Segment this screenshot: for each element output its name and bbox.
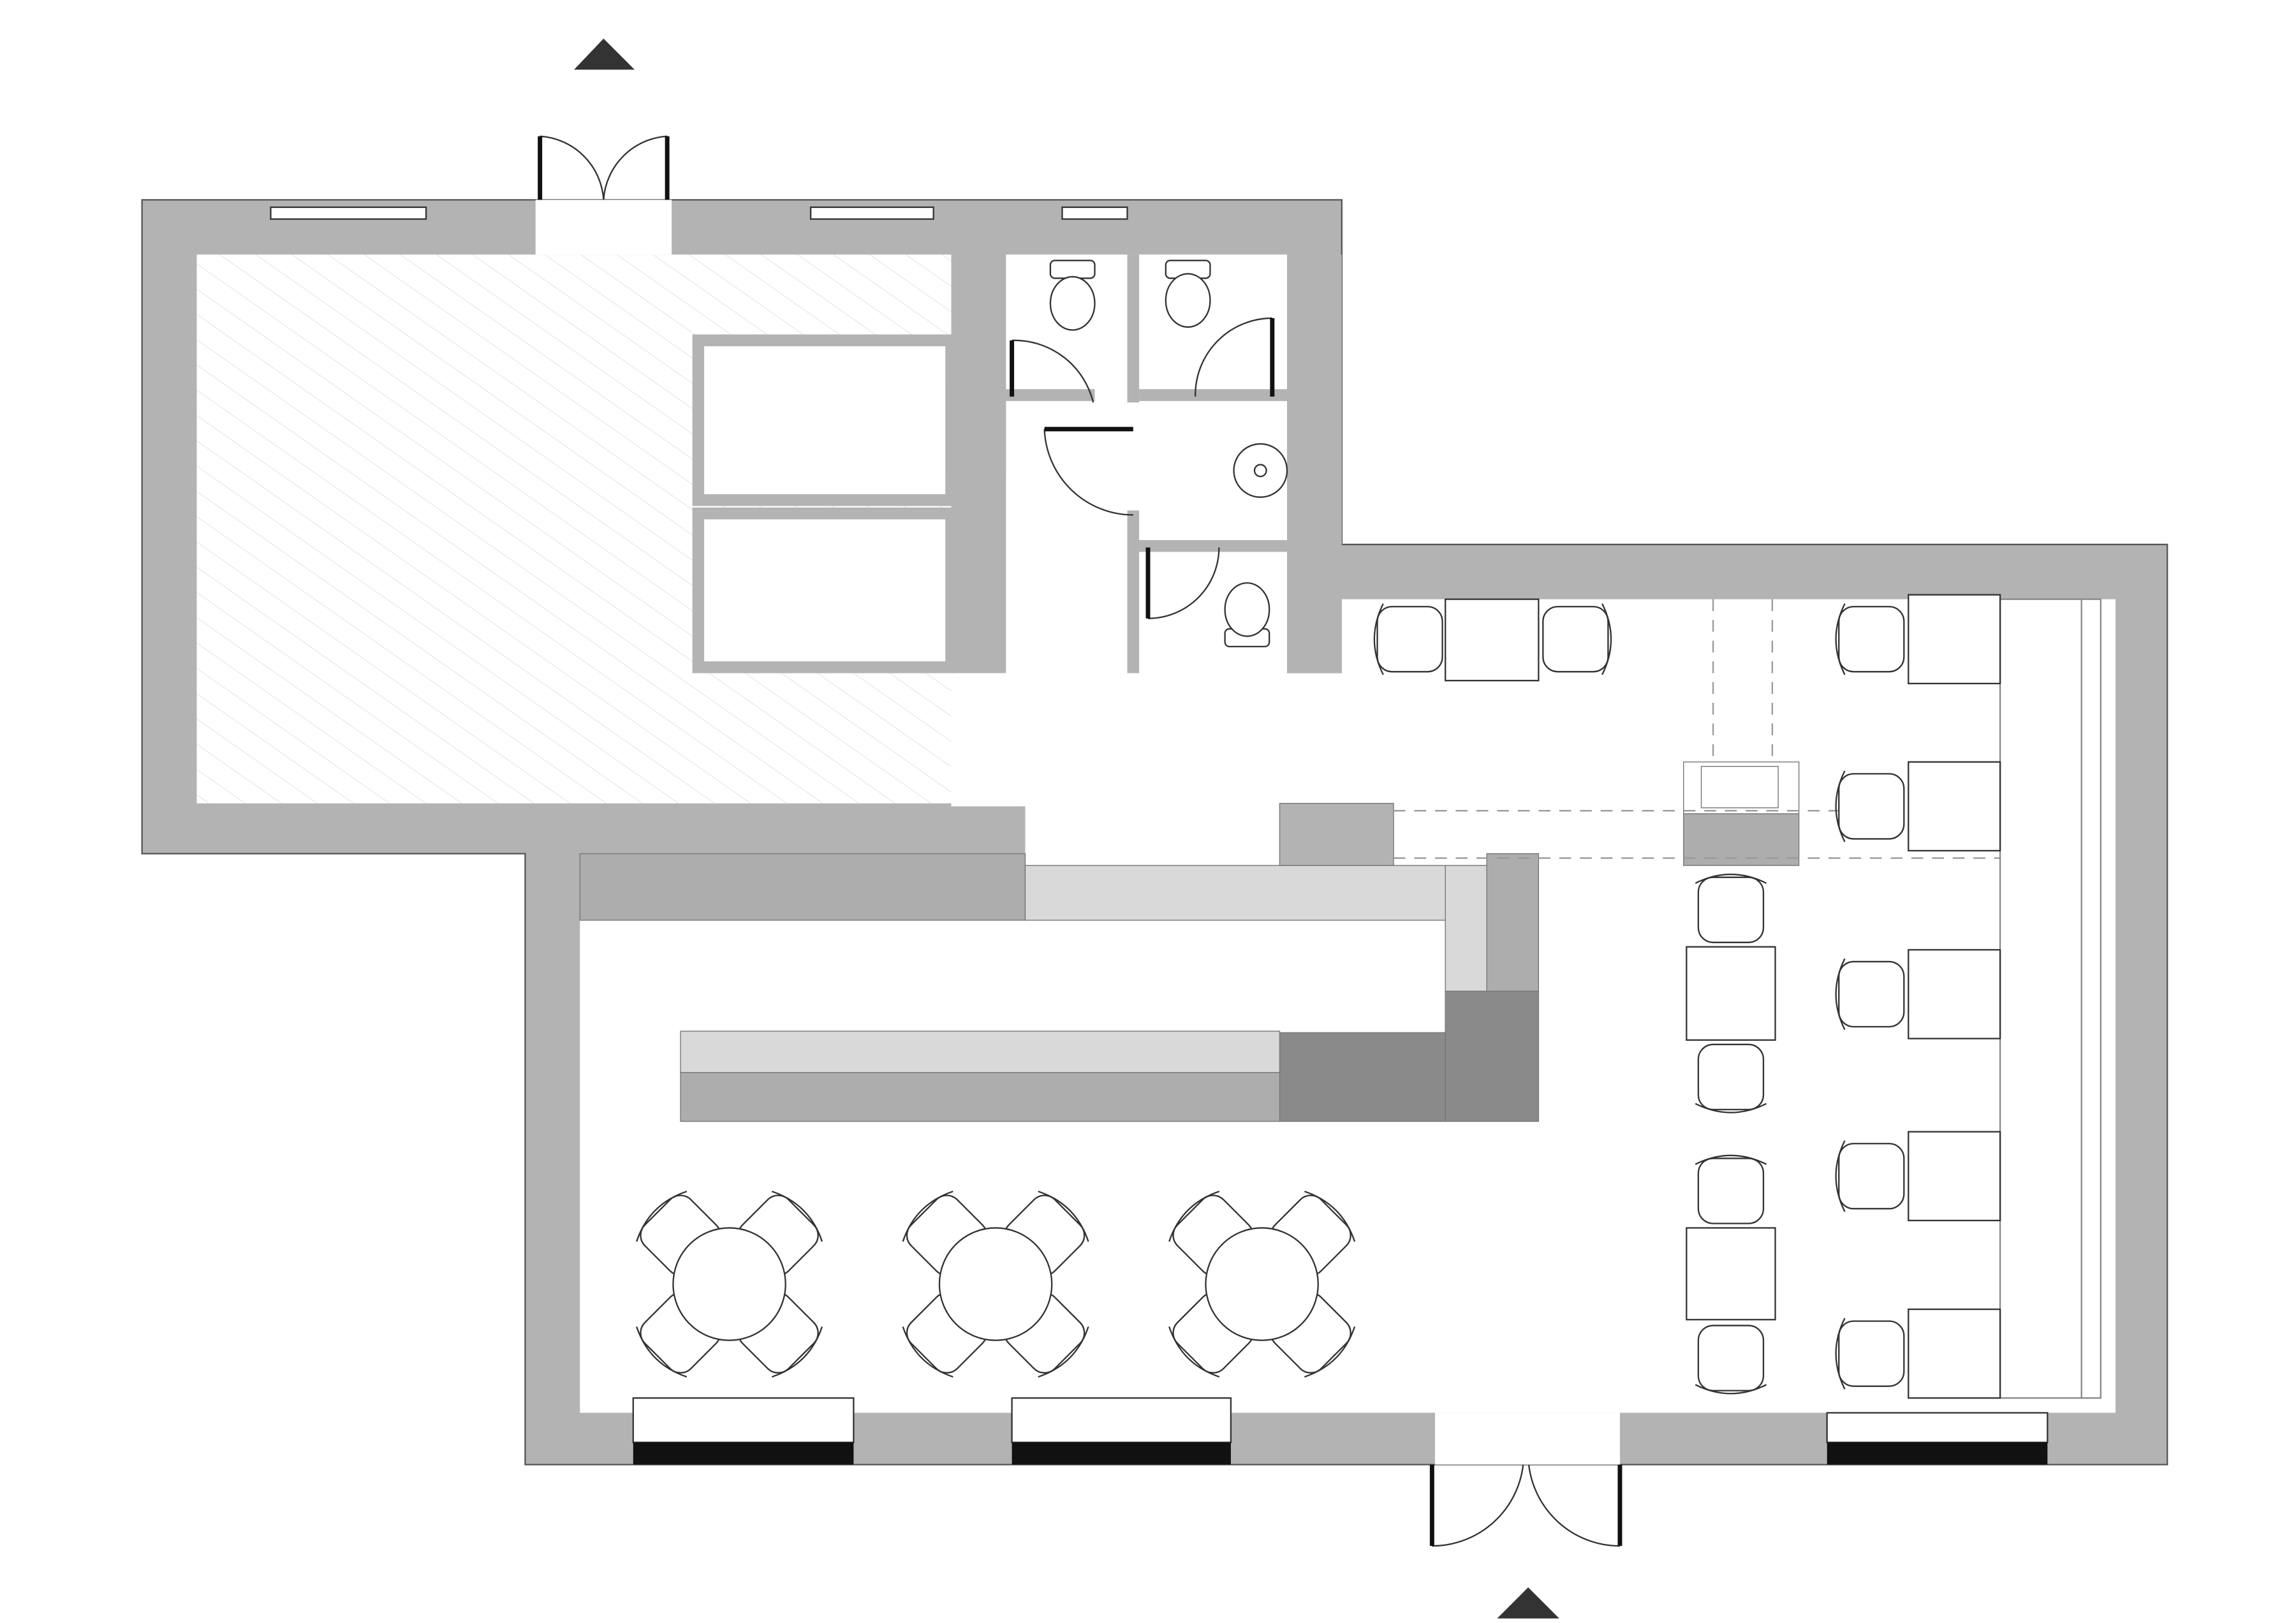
chair-back (771, 1326, 823, 1378)
chair (1695, 1325, 1767, 1395)
chair-seat (1697, 876, 1765, 943)
chair-back (1835, 603, 1846, 675)
chair-back (1835, 770, 1846, 842)
chair-seat (1838, 773, 1905, 840)
chair-back (1835, 958, 1846, 1031)
square-table (1908, 594, 2001, 685)
chair-back (1304, 1326, 1356, 1378)
chair-seat (1697, 1043, 1765, 1111)
square-table (1908, 1308, 2001, 1399)
chair-back (902, 1191, 953, 1242)
chair-seat (1838, 606, 1905, 673)
chair-back (636, 1191, 688, 1242)
square-table (1908, 761, 2001, 852)
chair-seat (1697, 1157, 1765, 1224)
chair (1835, 603, 1905, 675)
bottom-windows (632, 1397, 2049, 1465)
chair-seat (1697, 1325, 1765, 1392)
chair-back (1835, 1318, 1846, 1390)
chair (1695, 1154, 1767, 1224)
storage-rooms (692, 334, 957, 673)
chair-seat (1838, 1320, 1905, 1387)
chair-back (1695, 1103, 1767, 1113)
corridor-opening (951, 673, 1011, 807)
top-door-opening (535, 200, 672, 255)
chair-back (1373, 603, 1384, 675)
chair (1542, 603, 1612, 675)
chair (1373, 603, 1443, 675)
chair-back (1695, 1384, 1767, 1395)
chair (1695, 874, 1767, 943)
chair-seat (1376, 606, 1443, 673)
top-windows (270, 206, 1128, 220)
square-table (1908, 949, 2001, 1039)
doors (540, 135, 1620, 1547)
chair-back (1168, 1326, 1220, 1378)
chair (1835, 1140, 1905, 1212)
chair-back (1695, 874, 1767, 885)
triangle-icon (574, 38, 635, 70)
chair-seat (1838, 1143, 1905, 1210)
bar-counter (579, 761, 1800, 1122)
banquette (1999, 598, 2101, 1399)
round-table (672, 1227, 786, 1341)
chair-back (1601, 603, 1612, 675)
chair-back (902, 1326, 953, 1378)
chair-back (1695, 1154, 1767, 1165)
triangle-icon (1497, 1587, 1559, 1619)
toilets (1049, 260, 1288, 648)
partition-wall (951, 385, 1006, 474)
chair-back (1835, 1140, 1846, 1212)
round-table (938, 1227, 1053, 1341)
chair (1695, 1043, 1767, 1113)
chair (1835, 770, 1905, 842)
furniture (636, 594, 2001, 1399)
round-table (1205, 1227, 1319, 1341)
chair-back (636, 1326, 688, 1378)
chair-back (771, 1191, 823, 1242)
chair-back (1304, 1191, 1356, 1242)
square-table (1908, 1131, 2001, 1222)
chair-back (1168, 1191, 1220, 1242)
toilet-walls (1006, 254, 1342, 673)
square-table (1686, 1227, 1776, 1321)
chair-back (1038, 1191, 1089, 1242)
chair-seat (1542, 606, 1609, 673)
door-leaves (538, 136, 1623, 1546)
chair-back (1038, 1326, 1089, 1378)
square-table (1686, 946, 1776, 1041)
chair-seat (1838, 960, 1905, 1028)
chair (1835, 958, 1905, 1031)
square-table (1445, 598, 1540, 682)
chair (1835, 1318, 1905, 1390)
